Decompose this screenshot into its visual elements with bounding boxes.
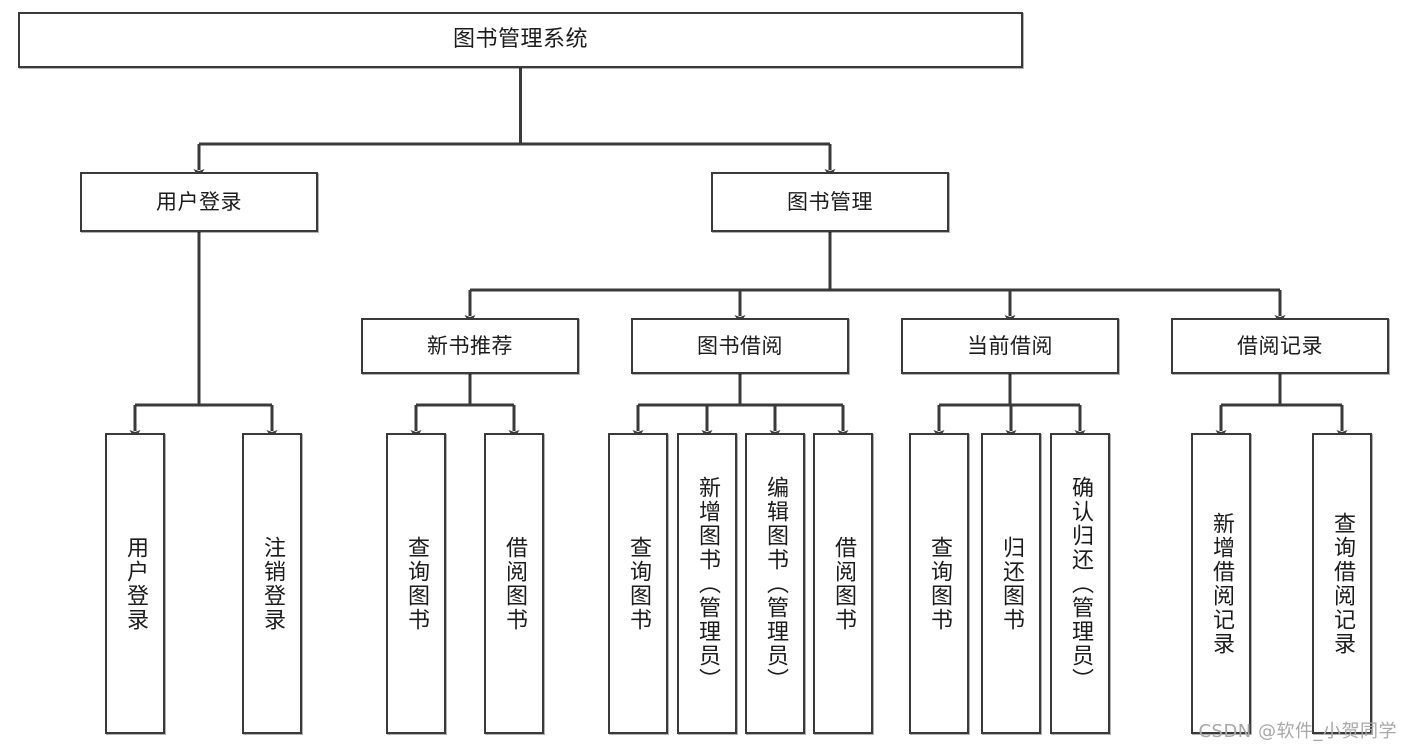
node-label: 借阅图书 [830, 535, 856, 632]
node-label: 图书借阅 [697, 333, 783, 358]
node-b-query[interactable]: 查询图书 [608, 433, 668, 734]
node-label: 确认归还（管理员） [1067, 475, 1093, 692]
node-c-confirm[interactable]: 确认归还（管理员） [1050, 433, 1110, 734]
node-borrow[interactable]: 图书借阅 [631, 318, 849, 374]
node-c-query[interactable]: 查询图书 [909, 433, 969, 734]
node-label: 用户登录 [156, 189, 242, 214]
node-n-query[interactable]: 查询图书 [386, 433, 446, 734]
node-label: 图书管理系统 [452, 26, 588, 52]
node-login[interactable]: 用户登录 [80, 172, 318, 232]
node-label: 新增图书（管理员） [694, 475, 720, 692]
node-label: 图书管理 [787, 189, 873, 214]
watermark: CSDN @软件_小贺同学 [1198, 721, 1397, 742]
node-bookmgmt[interactable]: 图书管理 [711, 172, 949, 232]
node-l-login[interactable]: 用户登录 [105, 433, 165, 734]
node-label: 借阅记录 [1237, 333, 1323, 358]
node-c-return[interactable]: 归还图书 [981, 433, 1041, 734]
node-label: 借阅图书 [501, 535, 527, 632]
node-record[interactable]: 借阅记录 [1171, 318, 1389, 374]
node-b-borrow[interactable]: 借阅图书 [813, 433, 873, 734]
node-root[interactable]: 图书管理系统 [18, 12, 1023, 68]
node-n-borrow[interactable]: 借阅图书 [484, 433, 544, 734]
node-l-logout[interactable]: 注销登录 [242, 433, 302, 734]
node-label: 注销登录 [259, 535, 285, 632]
node-r-query[interactable]: 查询借阅记录 [1312, 433, 1372, 734]
node-newbook[interactable]: 新书推荐 [361, 318, 579, 374]
node-label: 新书推荐 [427, 333, 513, 358]
node-label: 查询借阅记录 [1329, 511, 1355, 656]
node-label: 查询图书 [625, 535, 651, 632]
node-label: 新增借阅记录 [1208, 511, 1234, 656]
node-label: 编辑图书（管理员） [762, 475, 788, 692]
node-label: 当前借阅 [967, 333, 1053, 358]
node-current[interactable]: 当前借阅 [901, 318, 1119, 374]
node-b-add[interactable]: 新增图书（管理员） [677, 433, 737, 734]
node-b-edit[interactable]: 编辑图书（管理员） [745, 433, 805, 734]
node-label: 用户登录 [122, 535, 148, 632]
node-label: 查询图书 [403, 535, 429, 632]
node-label: 查询图书 [926, 535, 952, 632]
node-r-add[interactable]: 新增借阅记录 [1191, 433, 1251, 734]
node-label: 归还图书 [998, 535, 1024, 632]
